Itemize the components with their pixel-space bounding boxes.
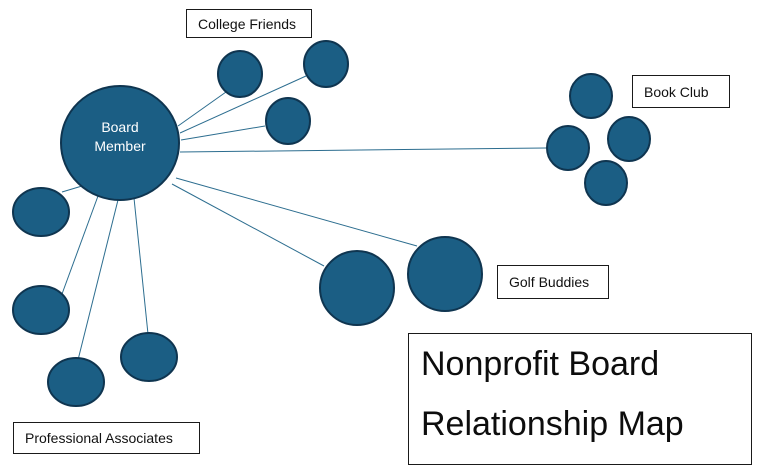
book-club-node (584, 160, 628, 206)
board-member-label-line2: Member (94, 138, 146, 154)
professional-associate-node (120, 332, 178, 382)
book-club-node (569, 73, 613, 119)
college-friend-node (303, 40, 349, 88)
connector-book (179, 147, 547, 153)
connector-lines (61, 75, 547, 361)
map-title-box: Nonprofit Board Relationship Map (408, 333, 752, 465)
college-friend-node (217, 50, 263, 98)
board-member-node (60, 85, 180, 201)
connector-college-3 (180, 125, 266, 141)
professional-associate-node (12, 285, 70, 335)
golf-buddy-node (407, 236, 483, 312)
connector-prof-4 (133, 197, 149, 335)
connector-college-2 (179, 75, 307, 134)
board-member-label: Board Member (60, 118, 180, 156)
connector-prof-3 (77, 199, 119, 361)
relationship-nodes (12, 40, 651, 407)
map-title-line1: Nonprofit Board (421, 345, 660, 383)
college-friends-label: College Friends (186, 9, 312, 38)
connector-golf-1 (171, 183, 325, 267)
connector-prof-1 (61, 185, 83, 193)
connector-college-1 (177, 91, 227, 127)
professional-associate-node (47, 357, 105, 407)
book-club-node (607, 116, 651, 162)
golf-buddies-label: Golf Buddies (497, 265, 609, 299)
map-title-line2: Relationship Map (421, 405, 684, 443)
connector-golf-2 (175, 177, 418, 247)
book-club-node (546, 125, 590, 171)
college-friend-node (265, 97, 311, 145)
board-member-label-line1: Board (101, 119, 139, 135)
connector-prof-2 (61, 195, 99, 295)
book-club-label: Book Club (632, 75, 730, 108)
professional-associates-label: Professional Associates (13, 422, 200, 454)
professional-associate-node (12, 187, 70, 237)
golf-buddy-node (319, 250, 395, 326)
